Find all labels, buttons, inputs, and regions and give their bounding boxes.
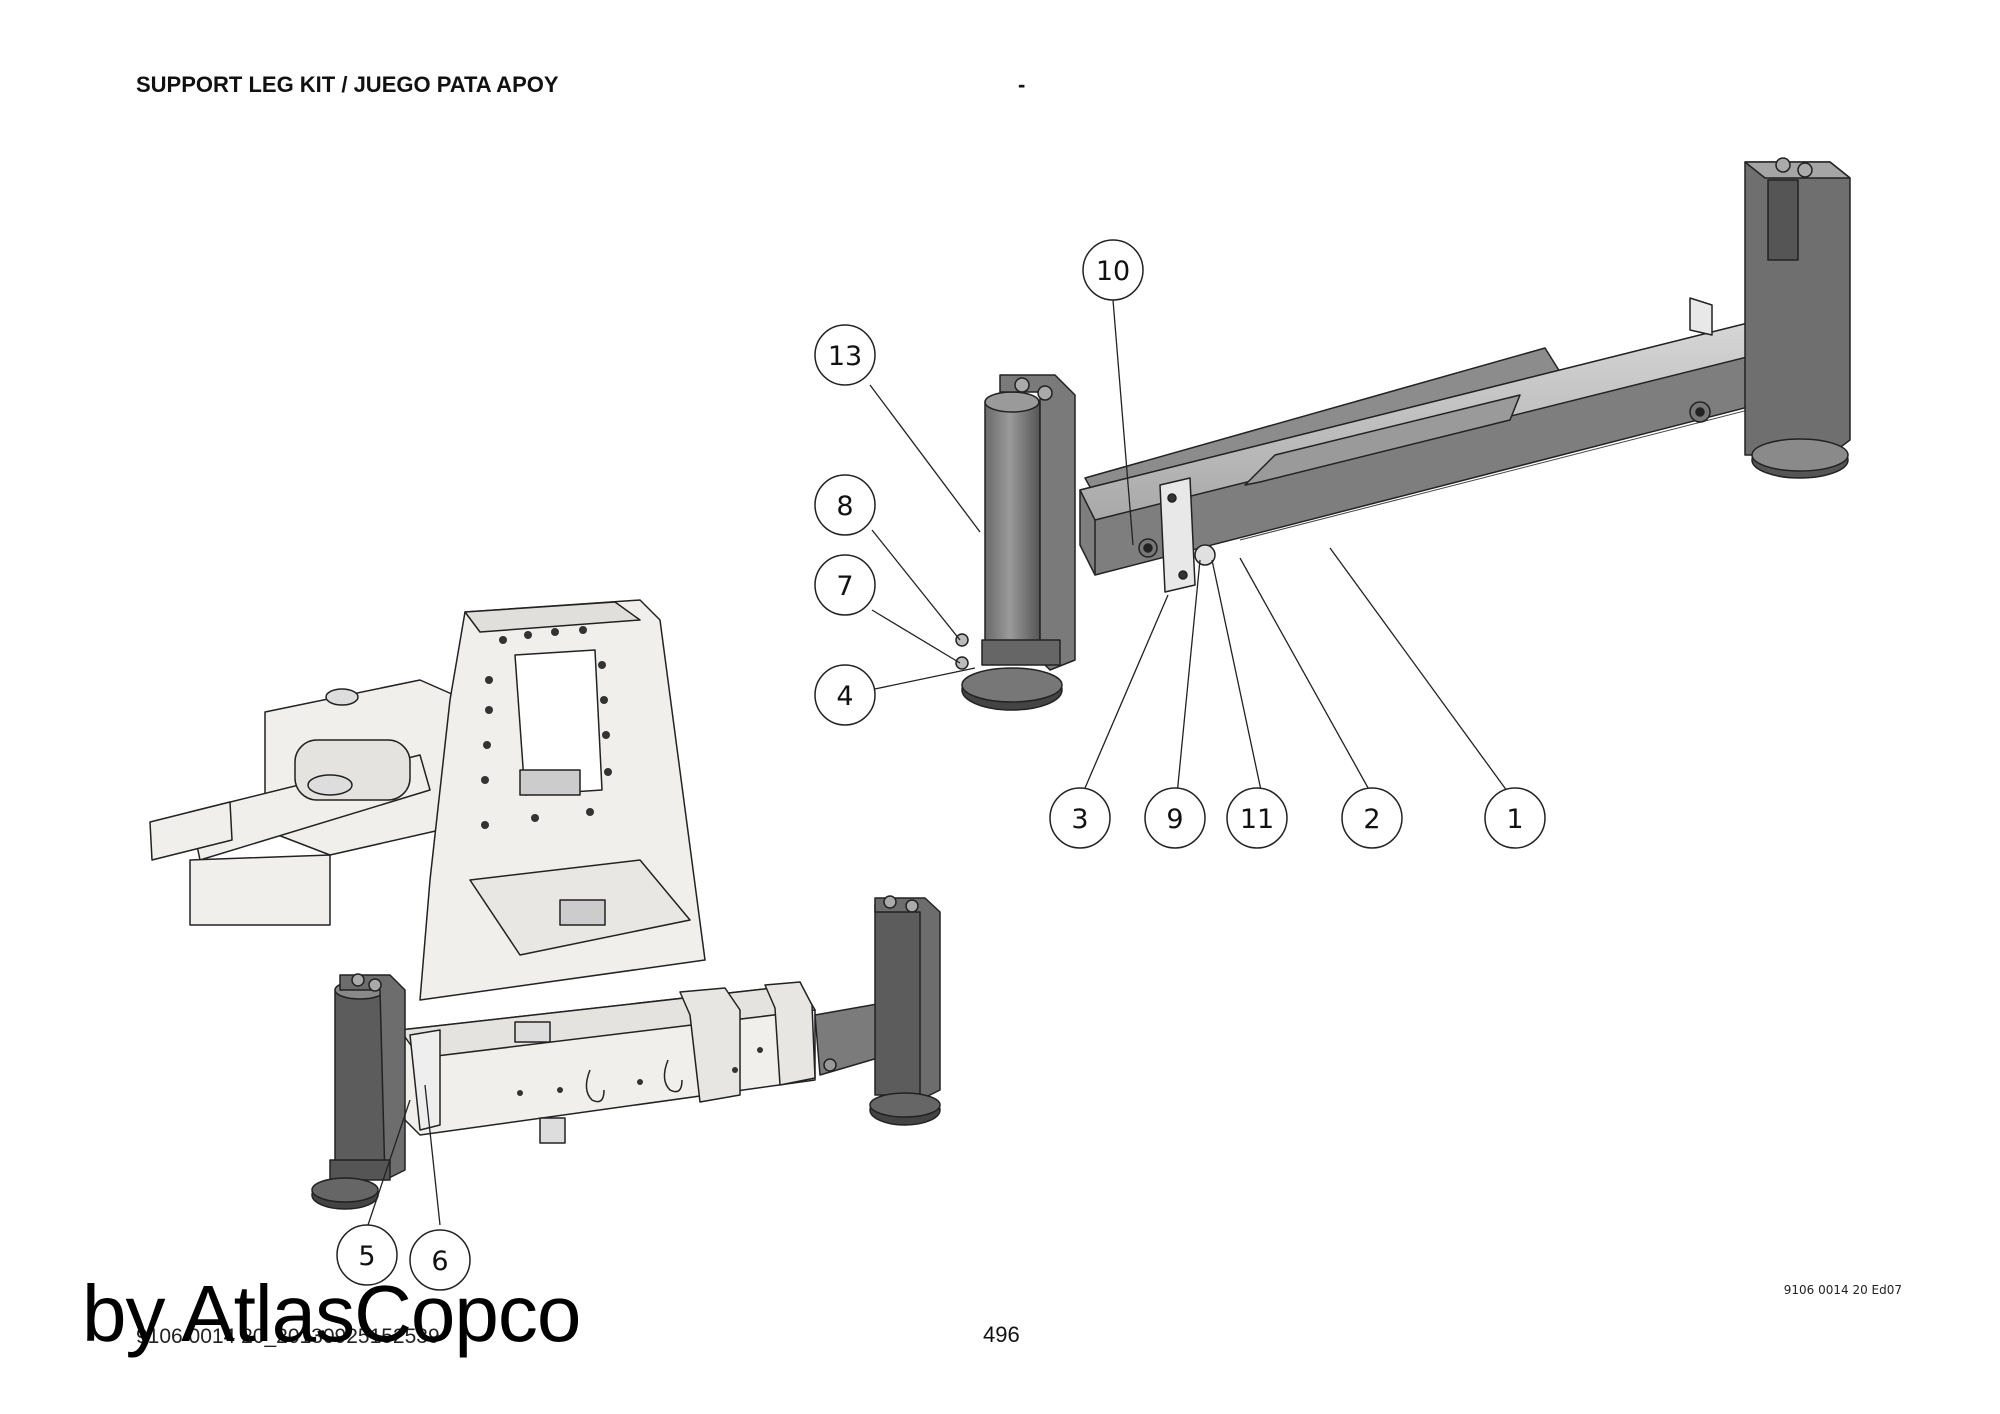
svg-text:5: 5 — [358, 1241, 375, 1272]
svg-text:8: 8 — [836, 491, 853, 522]
callout-6: 6 — [409, 1229, 471, 1291]
leader-1 — [1329, 547, 1511, 796]
header-dash: - — [1018, 72, 1026, 97]
leader-6 — [424, 1084, 441, 1226]
callout-9: 9 — [1144, 787, 1206, 849]
callout-10: 10 — [1082, 239, 1144, 301]
leader-lines — [367, 299, 1511, 1226]
svg-text:10: 10 — [1096, 256, 1130, 287]
leader-3 — [1081, 594, 1169, 796]
callout-4: 4 — [814, 664, 876, 726]
svg-text:7: 7 — [836, 571, 853, 602]
leader-2 — [1239, 557, 1373, 796]
page-number: 496 — [983, 1322, 1020, 1347]
svg-text:2: 2 — [1363, 804, 1380, 835]
callout-11: 11 — [1226, 787, 1288, 849]
callout-3: 3 — [1049, 787, 1111, 849]
svg-text:11: 11 — [1240, 804, 1274, 835]
callout-8: 8 — [814, 474, 876, 536]
leader-4 — [869, 667, 976, 691]
file-identifier: 9106 0014 20_20130925152539 — [136, 1325, 440, 1348]
leader-5 — [367, 1099, 411, 1226]
callout-7: 7 — [814, 554, 876, 616]
leader-11 — [1211, 559, 1263, 796]
leader-10 — [1112, 299, 1134, 546]
document-reference: 9106 0014 20 Ed07 — [1783, 1283, 1902, 1297]
svg-text:13: 13 — [828, 341, 862, 372]
svg-text:9: 9 — [1166, 804, 1183, 835]
svg-text:6: 6 — [431, 1246, 448, 1277]
support-leg-beam-assembly — [955, 157, 1851, 711]
svg-text:4: 4 — [836, 681, 853, 712]
leader-9 — [1176, 559, 1201, 796]
callout-2: 2 — [1341, 787, 1403, 849]
svg-text:1: 1 — [1506, 804, 1523, 835]
svg-text:3: 3 — [1071, 804, 1088, 835]
callout-1: 1 — [1484, 787, 1546, 849]
callout-13: 13 — [814, 324, 876, 386]
watermark: by AtlasCopco — [82, 1269, 581, 1358]
leader-7 — [871, 609, 961, 664]
chassis-frame-assembly — [149, 599, 941, 1210]
leader-13 — [869, 384, 981, 533]
callout-balloons: 10 13 8 7 4 3 9 11 2 1 5 6 — [336, 239, 1546, 1291]
leader-8 — [871, 529, 961, 641]
page-title: SUPPORT LEG KIT / JUEGO PATA APOY — [136, 72, 559, 97]
callout-5: 5 — [336, 1224, 398, 1286]
